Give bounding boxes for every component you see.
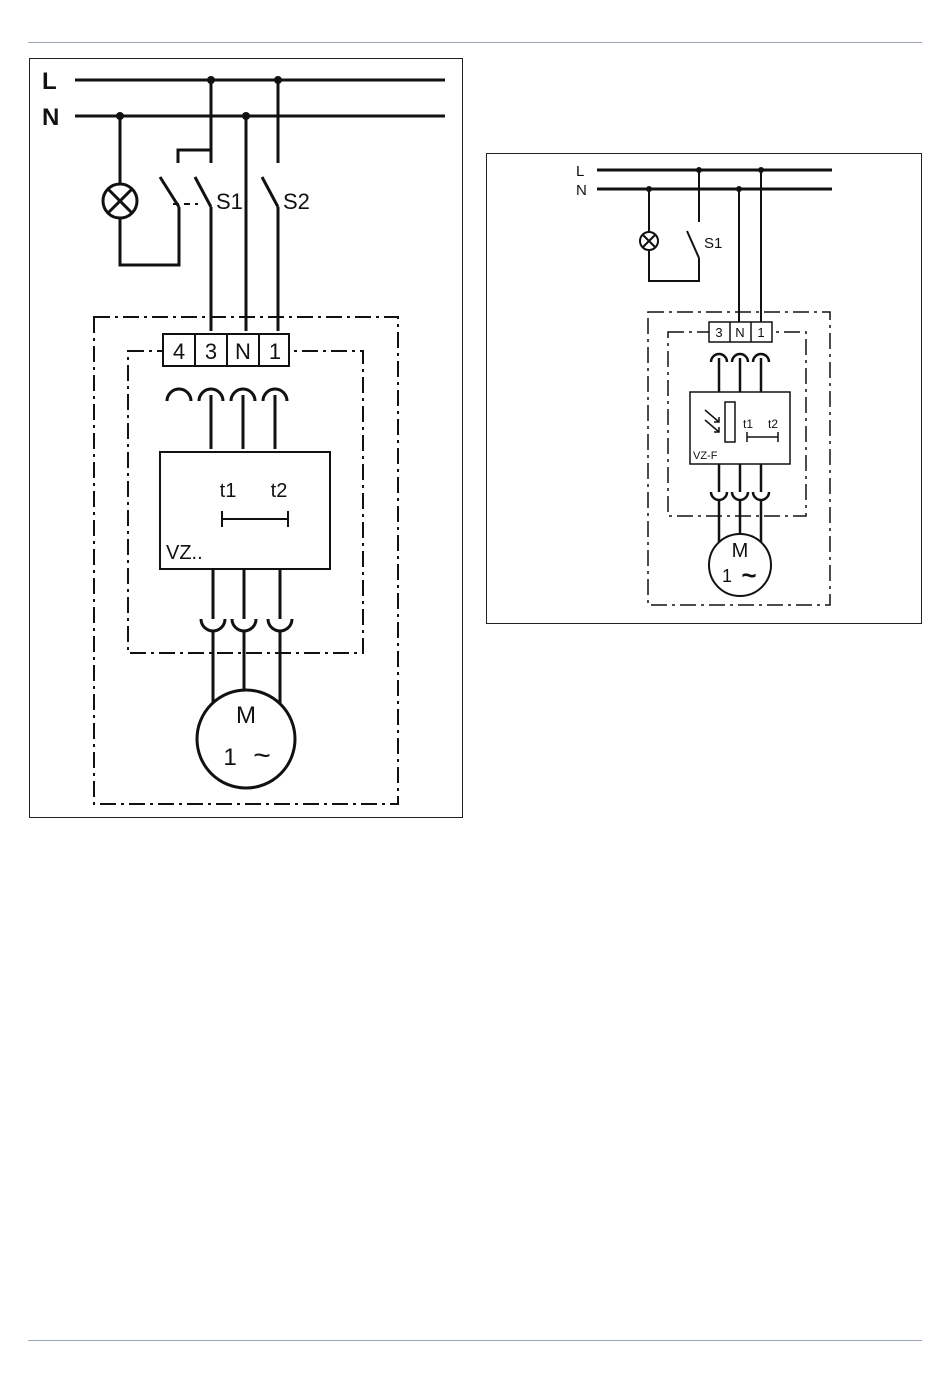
switch-s1-label: S1 xyxy=(704,235,722,252)
upper-connectors-icon xyxy=(711,354,769,392)
motor-ac-symbol: ~ xyxy=(741,560,756,590)
switch-s2-icon xyxy=(262,80,278,207)
terminal-n-label: N xyxy=(235,339,251,364)
diagram-left-canvas: L N S1 S2 4 3 N 1 xyxy=(30,59,464,819)
terminal-3-label: 3 xyxy=(205,339,217,364)
timer-t2-label: t2 xyxy=(768,417,778,431)
switch-s1-label: S1 xyxy=(216,189,243,214)
terminal-3-label: 3 xyxy=(715,325,722,340)
lamp-icon xyxy=(640,232,658,250)
wiring-diagram-left: L N S1 S2 4 3 N 1 xyxy=(29,58,463,818)
lamp-icon xyxy=(103,184,137,218)
terminal-n-label: N xyxy=(735,325,744,340)
switch-s1-icon xyxy=(160,80,211,207)
live-label: L xyxy=(42,68,57,95)
top-rule xyxy=(28,42,922,43)
motor-letter: M xyxy=(732,540,749,562)
timer-name-label: VZ.. xyxy=(166,542,203,564)
bottom-rule xyxy=(28,1340,922,1341)
diagram-right-canvas: L N S1 3 N 1 t1 t2 xyxy=(487,154,923,625)
timer-t1-label: t1 xyxy=(220,480,237,502)
wiring-diagram-right: L N S1 3 N 1 t1 t2 xyxy=(486,153,922,624)
motor-phase: 1 xyxy=(223,744,236,771)
terminal-4-label: 4 xyxy=(173,339,185,364)
upper-connectors-icon xyxy=(167,389,287,449)
live-label: L xyxy=(576,163,584,180)
timer-t1-label: t1 xyxy=(743,417,753,431)
neutral-label: N xyxy=(576,182,587,199)
motor-letter: M xyxy=(236,702,256,729)
motor-phase: 1 xyxy=(722,566,732,586)
lamp-return-wire xyxy=(649,250,699,281)
switch-s1-icon xyxy=(687,170,699,258)
motor-ac-symbol: ~ xyxy=(253,739,271,772)
timer-name-label: VZ-F xyxy=(693,450,718,462)
switch-s2-label: S2 xyxy=(283,189,310,214)
terminal-1-label: 1 xyxy=(269,339,281,364)
neutral-label: N xyxy=(42,104,59,131)
terminal-1-label: 1 xyxy=(757,325,764,340)
timer-t2-label: t2 xyxy=(271,480,288,502)
